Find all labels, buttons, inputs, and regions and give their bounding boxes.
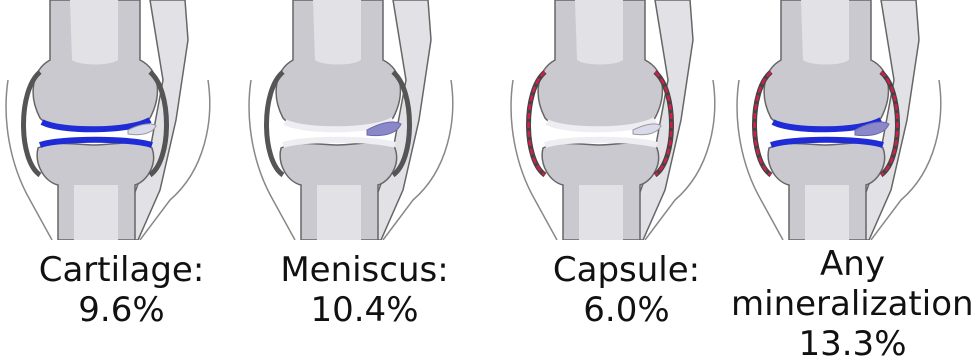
- caption-value: 13.3%: [731, 324, 974, 364]
- caption-label: Capsule:: [505, 250, 748, 290]
- femur-highlight: [70, 0, 118, 65]
- tibia-highlight: [317, 185, 361, 240]
- caption-cartilage: Cartilage: 9.6%: [0, 250, 243, 330]
- cartilage-lower: [771, 140, 883, 145]
- knee-joint-all-illustration: [731, 0, 974, 240]
- caption-value: 9.6%: [0, 290, 243, 330]
- femur-highlight: [313, 0, 361, 65]
- femur-highlight: [575, 0, 623, 65]
- caption-label: Cartilage:: [0, 250, 243, 290]
- caption-label: Meniscus:: [243, 250, 486, 290]
- caption-value: 10.4%: [243, 290, 486, 330]
- caption-value: 6.0%: [505, 290, 748, 330]
- tibia-highlight: [579, 185, 623, 240]
- caption-label-line1: Any: [731, 244, 974, 284]
- panel-any-mineralization: Any mineralization: 13.3%: [731, 0, 974, 362]
- caption-meniscus: Meniscus: 10.4%: [243, 250, 486, 330]
- panel-meniscus: Meniscus: 10.4%: [243, 0, 486, 362]
- tibia-highlight: [74, 185, 118, 240]
- knee-joint-meniscus-illustration: [243, 0, 486, 240]
- cartilage-lower: [40, 140, 152, 145]
- tibia-highlight: [805, 185, 849, 240]
- caption-capsule: Capsule: 6.0%: [505, 250, 748, 330]
- panel-cartilage: Cartilage: 9.6%: [0, 0, 243, 362]
- cartilage-lower: [545, 140, 657, 145]
- panel-capsule: Capsule: 6.0%: [505, 0, 748, 362]
- caption-label-line2: mineralization:: [731, 284, 974, 324]
- caption-any-mineralization: Any mineralization: 13.3%: [731, 244, 974, 364]
- knee-joint-capsule-illustration: [505, 0, 748, 240]
- femur-highlight: [801, 0, 849, 65]
- cartilage-lower: [283, 140, 395, 145]
- knee-joint-cartilage-illustration: [0, 0, 243, 240]
